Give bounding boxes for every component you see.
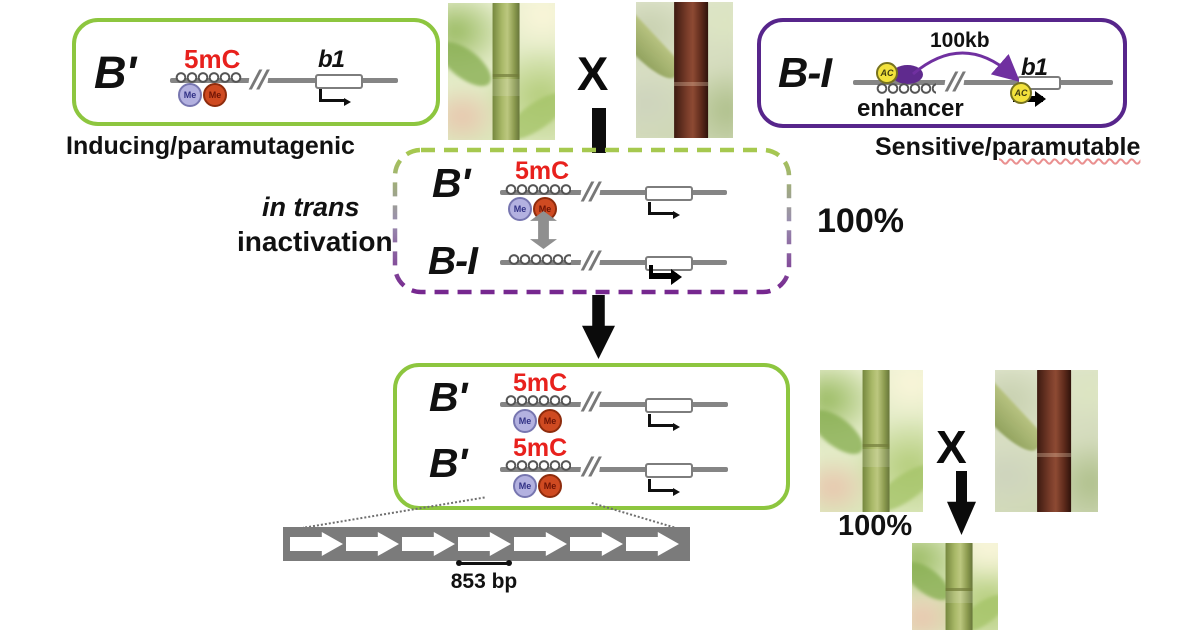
gene-line (500, 190, 727, 195)
line-break: // (579, 177, 602, 207)
repeat-size-label: 853 bp (450, 570, 518, 593)
b1-gene-box (315, 74, 363, 89)
red-stalk (674, 2, 709, 138)
line-break: // (579, 452, 602, 482)
repeat-arrow-icon (458, 532, 511, 556)
arc-arrow-icon (912, 51, 1019, 82)
progeny-allele-2: B' (429, 440, 467, 486)
caption-prefix: Sensitive/ (875, 133, 992, 161)
b1-gene-box (645, 186, 693, 201)
f1-dashed-box (392, 147, 792, 295)
me-badge-orange: Me (203, 83, 227, 107)
b-prime-caption: Inducing/paramutagenic (66, 132, 355, 160)
bottom-percent-label: 100% (838, 510, 913, 542)
me-badge-orange: Me (538, 474, 562, 498)
tss-arrow-bold-icon (649, 265, 682, 285)
b1-gene-label: b1 (1021, 54, 1048, 81)
enhancer-oval (892, 65, 923, 84)
gene-line (500, 467, 728, 472)
photo-green-stalk-top (448, 3, 555, 140)
green-stalk (945, 543, 973, 630)
photo-green-stalk-progeny (912, 543, 998, 630)
b1-gene-box (645, 463, 693, 478)
repeat-arrow-icon (514, 532, 567, 556)
tss-arrow-icon (648, 414, 680, 431)
line-break: // (247, 65, 270, 95)
repeat-bar (283, 527, 690, 561)
methyl-label-5mc: 5mC (513, 369, 568, 397)
progeny-box (393, 363, 790, 510)
repeat-hatch-icon (505, 182, 571, 197)
distance-label: 100kb (930, 29, 990, 52)
b-i-box (757, 18, 1127, 128)
size-bracket (456, 560, 512, 566)
green-stalk (862, 370, 890, 512)
repeat-arrow-icon (570, 532, 623, 556)
gene-line (500, 402, 728, 407)
repeat-hatch-icon (508, 251, 571, 268)
allele-label-b-i: B-I (778, 49, 832, 96)
allele-label-b-prime: B' (94, 47, 136, 98)
cross-descent-bar (592, 108, 606, 153)
photo-red-stalk-bottom (995, 370, 1098, 512)
b1-gene-box (645, 256, 693, 271)
me-badge-blue: Me (508, 197, 532, 221)
methyl-label-5mc: 5mC (513, 434, 568, 462)
green-stalk (492, 3, 520, 140)
red-stalk (1036, 370, 1071, 512)
f1-allele-b-prime: B' (432, 160, 470, 206)
repeat-arrow-icon (290, 532, 343, 556)
enhancer-label: enhancer (857, 95, 964, 122)
line-break: // (579, 246, 602, 276)
repeat-hatch-icon (876, 81, 936, 96)
b-i-caption: Sensitive/paramutable (875, 133, 1140, 161)
ac-badge-gene: AC (1010, 82, 1032, 104)
ac-badge-enhancer: AC (876, 62, 898, 84)
in-trans-label: in trans (262, 192, 360, 222)
repeat-hatch-icon (175, 70, 242, 85)
b1-gene-label: b1 (318, 46, 345, 73)
repeat-arrow-icon (346, 532, 399, 556)
gene-line (170, 78, 398, 83)
inactivation-label: inactivation (237, 226, 393, 257)
repeat-hatch-icon (505, 393, 571, 408)
f1-allele-b-i: B-I (428, 240, 478, 283)
me-badge-blue: Me (513, 409, 537, 433)
tss-arrow-icon (319, 89, 351, 106)
tss-arrow-icon (648, 479, 680, 496)
b1-gene-box (645, 398, 693, 413)
repeat-arrow-icon (626, 532, 679, 556)
repeat-arrow-icon (402, 532, 455, 556)
tss-arrow-icon (648, 202, 680, 219)
caption-word: paramutable (991, 133, 1141, 161)
f1-percent-label: 100% (817, 202, 904, 240)
methyl-label-5mc: 5mC (184, 44, 241, 74)
photo-green-stalk-bottom (820, 370, 923, 512)
down-arrow-icon (582, 295, 615, 359)
gene-line (500, 260, 727, 265)
zoom-connector-left (302, 496, 485, 529)
down-arrow-icon (947, 471, 976, 535)
line-break: // (579, 387, 602, 417)
me-badge-blue: Me (178, 83, 202, 107)
me-badge-orange: Me (538, 409, 562, 433)
b-prime-box (72, 18, 440, 126)
repeat-hatch-icon (505, 458, 571, 473)
photo-red-stalk-top (636, 2, 733, 138)
me-badge-blue: Me (513, 474, 537, 498)
gene-line (853, 80, 1113, 85)
cross-x-label-bottom: X (936, 421, 967, 473)
progeny-allele-1: B' (429, 374, 467, 420)
methyl-label-5mc: 5mC (515, 157, 570, 185)
cross-x-label-top: X (577, 47, 609, 100)
